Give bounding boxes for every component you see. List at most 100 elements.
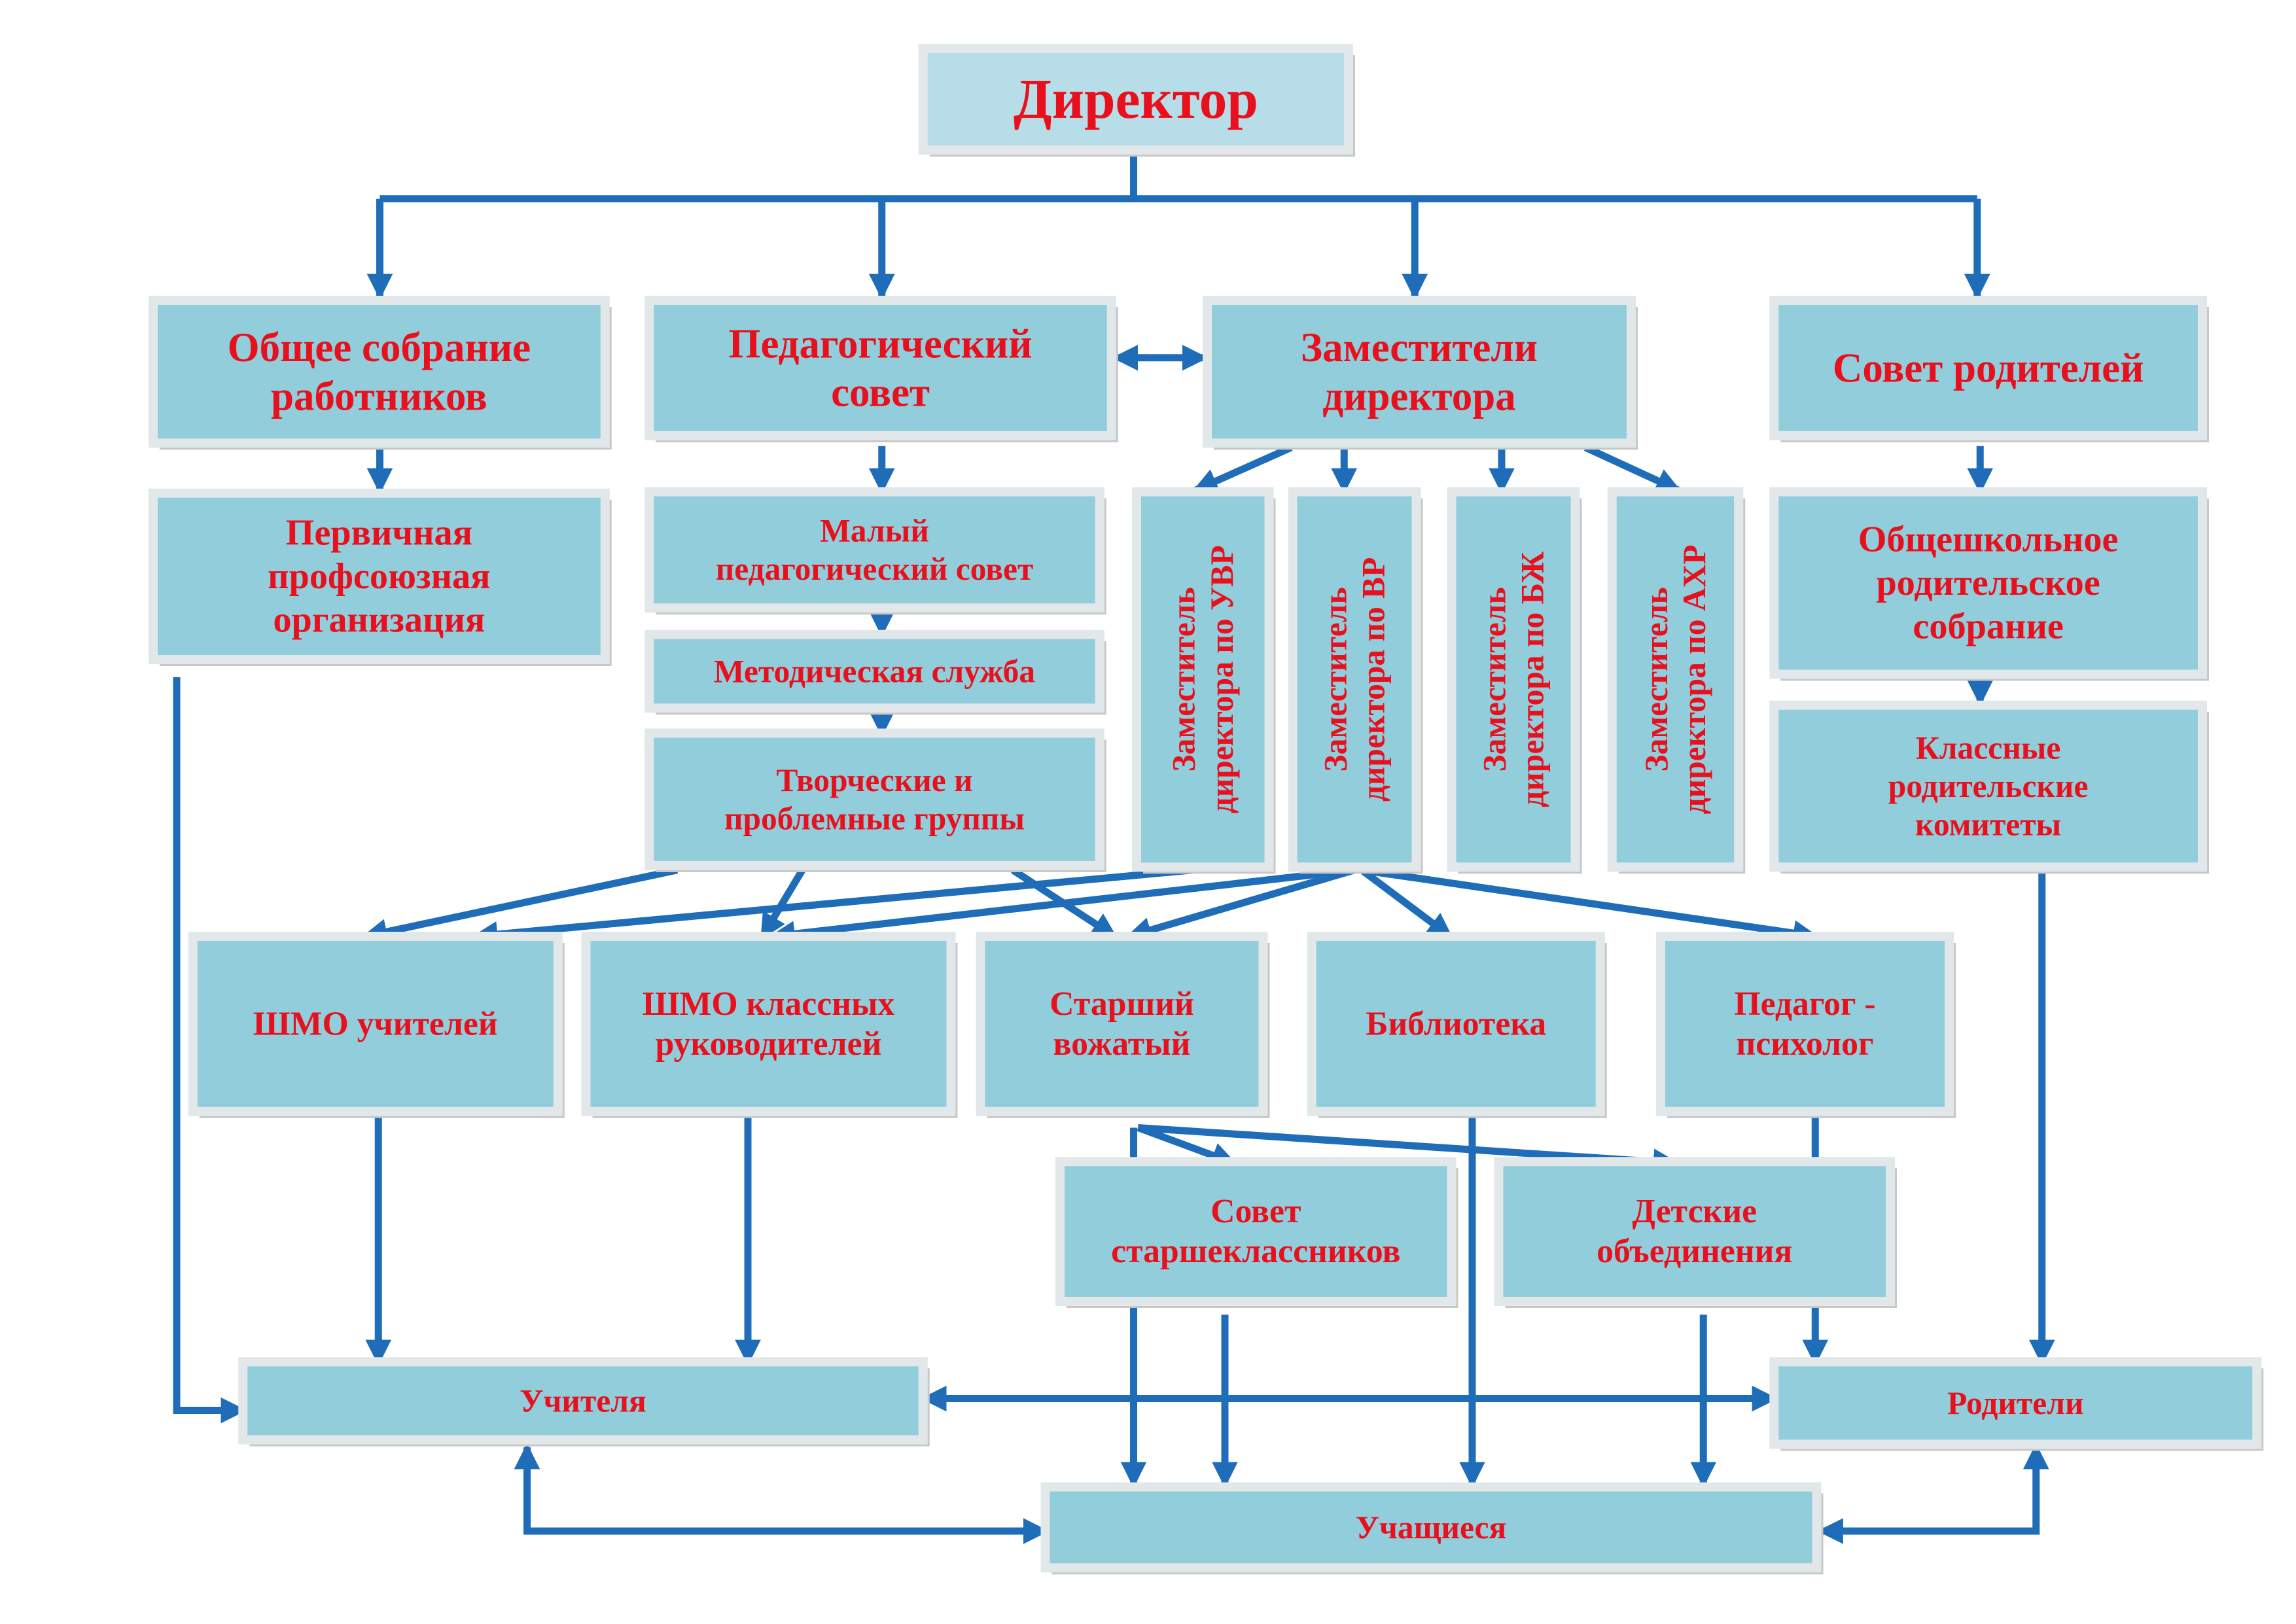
- library-box-text-1: Библиотека: [1366, 1005, 1546, 1042]
- school-parent-meeting-box-frame: [1769, 487, 2207, 679]
- class-committees-box-text-3: комитеты: [1915, 806, 2061, 842]
- deputy-bzh-box-text-1: Заместитель: [1476, 587, 1512, 771]
- library-box: Библиотека: [1307, 932, 1607, 1118]
- arrow-creative-to-senior-leader: [1010, 867, 1118, 940]
- children-assoc-box-text-2: объединения: [1597, 1233, 1792, 1270]
- small-council-box-frame: [645, 487, 1104, 613]
- method-service-box-frame: [645, 629, 1104, 713]
- arrow-vr-to-library: [1359, 867, 1454, 940]
- psychologist-box-text-2: психолог: [1736, 1025, 1873, 1063]
- shmo-teachers-box-text-1: ШМО учителей: [253, 1005, 498, 1042]
- union-box-text-1: Первичная: [286, 513, 472, 554]
- shmo-teachers-box: ШМО учителей: [188, 932, 565, 1118]
- arrow-vr-to-senior-leader: [1125, 866, 1356, 943]
- deputy-uvr-box-frame: [1132, 487, 1274, 872]
- general-meeting-box-text-2: работников: [271, 373, 487, 419]
- deputy-uvr-box-text-2: директора по УВР: [1204, 545, 1240, 813]
- arrow-deputies-to-uvr: [1192, 444, 1293, 494]
- creative-groups-box-text-2: проблемные группы: [724, 800, 1025, 836]
- parent-council-box-frame: [1769, 296, 2207, 440]
- shmo-class-box-text-1: ШМО классных: [643, 985, 895, 1023]
- ped-council-box-frame: [645, 296, 1116, 440]
- psychologist-box: Педагог -психолог: [1656, 932, 1956, 1118]
- senior-leader-box-text-1: Старший: [1050, 985, 1194, 1023]
- senior-council-box-text-2: старшеклассников: [1111, 1233, 1400, 1270]
- senior-council-box-text-1: Совет: [1210, 1193, 1301, 1230]
- parents-box: Родители: [1769, 1357, 2264, 1451]
- director-box-frame: [918, 44, 1353, 155]
- deputies-box-frame: [1203, 296, 1636, 448]
- arrow-creative-to-shmo-teachers: [361, 866, 679, 945]
- parents-box-text-1: Родители: [1947, 1385, 2083, 1421]
- deputy-vr-box-text-1: Заместитель: [1317, 587, 1353, 771]
- class-committees-box-text-2: родительские: [1888, 768, 2089, 804]
- arrow-uvr-to-shmo-teachers: [471, 866, 1193, 947]
- school-parent-meeting-box-text-1: Общешкольное: [1858, 520, 2119, 560]
- small-council-box-text-2: педагогический совет: [716, 551, 1034, 587]
- psychologist-box-frame: [1656, 932, 1954, 1116]
- students-box-text-1: Учащиеся: [1356, 1509, 1507, 1545]
- teachers-box-text-1: Учителя: [520, 1383, 646, 1419]
- deputy-bzh-box-text-2: директора по БЖ: [1515, 552, 1551, 807]
- director-box: Директор: [918, 44, 1355, 157]
- deputy-ahr-box-text-1: Заместитель: [1638, 587, 1674, 771]
- method-service-box: Методическая служба: [645, 629, 1106, 715]
- ped-council-box-text-2: совет: [831, 370, 930, 415]
- general-meeting-box-frame: [149, 296, 610, 448]
- parents-box-frame: [1769, 1357, 2262, 1449]
- deputies-box-text-1: Заместители: [1301, 325, 1538, 370]
- psychologist-box-text-1: Педагог -: [1734, 985, 1875, 1023]
- arrow-union-to-teachers: [173, 677, 247, 1424]
- connector-arrows: [173, 147, 2055, 1544]
- school-parent-meeting-box-text-3: собрание: [1913, 606, 2063, 646]
- creative-groups-box-text-1: Творческие и: [776, 762, 972, 798]
- arrow-deputies-to-ahr: [1583, 444, 1682, 494]
- senior-leader-box-text-2: вожатый: [1053, 1025, 1191, 1063]
- method-service-box-text-1: Методическая служба: [714, 654, 1035, 690]
- senior-council-box-frame: [1055, 1157, 1457, 1306]
- class-committees-box-text-1: Классные: [1916, 730, 2061, 766]
- library-box-frame: [1307, 932, 1605, 1116]
- deputy-vr-box-frame: [1288, 487, 1421, 872]
- director-box-text-1: Директор: [1014, 69, 1258, 130]
- students-box: Учащиеся: [1040, 1482, 1824, 1575]
- creative-groups-box-frame: [645, 728, 1104, 870]
- children-assoc-box-text-1: Детские: [1632, 1193, 1757, 1230]
- students-box-frame: [1040, 1482, 1822, 1573]
- deputy-ahr-box-frame: [1607, 487, 1744, 872]
- children-assoc-box-frame: [1494, 1157, 1895, 1306]
- deputy-ahr-box-text-2: директора по АХР: [1676, 544, 1712, 814]
- small-council-box-text-1: Малый: [820, 513, 929, 549]
- arrow-teachers-students: [514, 1443, 1050, 1544]
- general-meeting-box-text-1: Общее собрание: [228, 325, 531, 370]
- deputy-bzh-box-frame: [1447, 487, 1580, 872]
- class-committees-box-frame: [1769, 700, 2207, 872]
- union-box-text-3: организация: [273, 599, 485, 640]
- shmo-class-box-frame: [581, 932, 956, 1116]
- teachers-box: Учителя: [238, 1357, 930, 1447]
- parent-council-box-text-1: Совет родителей: [1833, 345, 2144, 391]
- union-box-frame: [149, 488, 610, 664]
- shmo-teachers-box-frame: [188, 932, 563, 1116]
- arrow-students-parents: [1817, 1443, 2049, 1544]
- arrow-vr-to-psychologist: [1361, 866, 1820, 946]
- teachers-box-frame: [238, 1357, 928, 1445]
- shmo-class-box-text-2: руководителей: [656, 1025, 882, 1063]
